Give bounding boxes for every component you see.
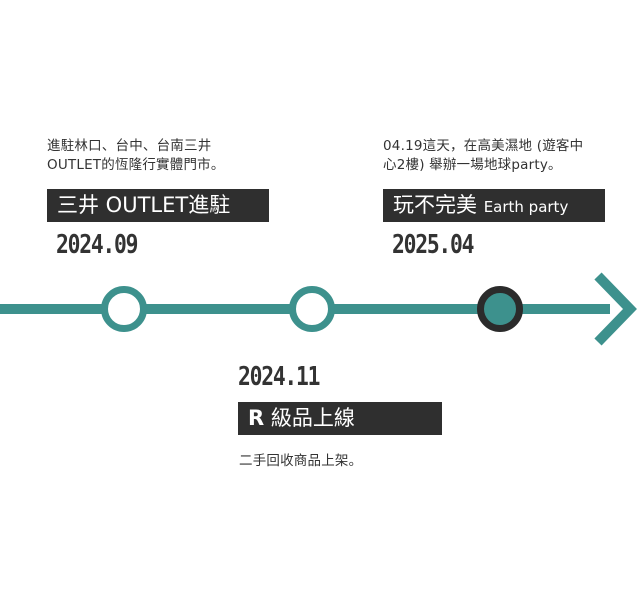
event-date: 2025.04 <box>392 230 474 260</box>
event-description-line: OUTLET的恆隆行實體門市。 <box>47 157 225 173</box>
event-description-line: 心2樓) 舉辦一場地球party。 <box>383 157 562 173</box>
event-label-text: 玩不完美 <box>393 193 477 217</box>
timeline-node-2024-09 <box>101 286 147 332</box>
event-label-suffix: Earth party <box>483 198 569 216</box>
event-description-line: 04.19這天，在高美濕地 (遊客中 <box>383 138 584 154</box>
event-label: 玩不完美 Earth party <box>383 189 605 222</box>
event-description-line: 二手回收商品上架。 <box>239 453 363 469</box>
event-label-prefix: R <box>248 406 265 430</box>
event-description-line: 進駐林口、台中、台南三井 <box>47 138 212 154</box>
timeline-node-2024-11 <box>289 286 335 332</box>
event-label: 三井 OUTLET進駐 <box>47 189 269 222</box>
event-label-text: 三井 OUTLET進駐 <box>57 193 231 217</box>
event-description: 二手回收商品上架。 <box>239 452 362 471</box>
arrow-right-icon <box>594 272 637 346</box>
event-description: 04.19這天，在高美濕地 (遊客中 心2樓) 舉辦一場地球party。 <box>383 137 583 175</box>
event-date: 2024.09 <box>56 230 138 260</box>
event-description: 進駐林口、台中、台南三井 OUTLET的恆隆行實體門市。 <box>47 137 225 175</box>
event-date: 2024.11 <box>238 362 320 392</box>
event-label: R 級品上線 <box>238 402 442 435</box>
event-label-text: 級品上線 <box>264 406 355 430</box>
timeline-node-2025-04 <box>477 286 523 332</box>
